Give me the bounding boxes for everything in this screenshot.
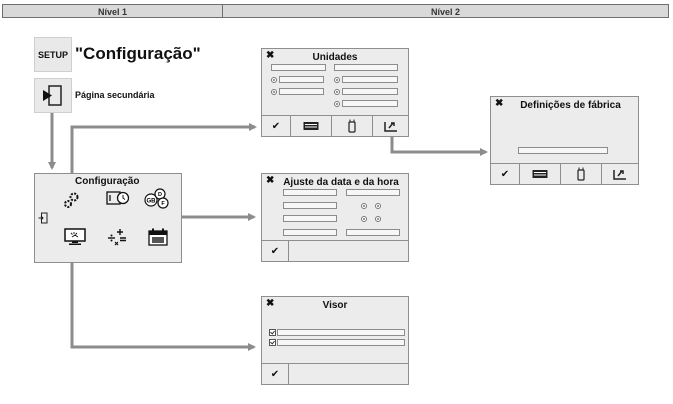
confirm-button[interactable]: ✔ <box>262 241 289 261</box>
display-title: Visor <box>322 300 348 311</box>
units-radio[interactable] <box>271 77 277 83</box>
keyboard-icon <box>532 170 548 178</box>
close-icon[interactable]: ✖ <box>266 50 275 61</box>
factory-reset-field[interactable] <box>518 147 608 154</box>
units-field[interactable] <box>342 88 398 95</box>
factory-reset-title: Definições de fábrica <box>520 100 621 111</box>
datetime-radio[interactable] <box>375 203 381 209</box>
enter-icon[interactable] <box>38 212 48 224</box>
svg-text:GB: GB <box>147 199 157 205</box>
display-panel: ✖ Visor ✔ <box>261 296 409 385</box>
units-radio[interactable] <box>334 89 340 95</box>
keyboard-button[interactable] <box>520 164 561 184</box>
setup-icon: SETUP <box>34 37 72 72</box>
svg-text:F: F <box>161 201 165 207</box>
date-field[interactable] <box>283 215 337 222</box>
display-footer: ✔ <box>262 363 408 384</box>
setup-label: "Configuração" <box>75 44 201 63</box>
units-field[interactable] <box>342 100 398 107</box>
keyboard-icon <box>303 122 319 130</box>
close-icon[interactable]: ✖ <box>266 175 275 186</box>
arrow-units-to-factory <box>390 137 488 156</box>
display-option-field[interactable] <box>277 329 405 336</box>
time-field[interactable] <box>346 229 400 236</box>
confirm-icon: ✔ <box>270 245 280 257</box>
arrow-config-to-display <box>70 247 256 351</box>
secondary-page-icon <box>34 78 72 113</box>
datetime-radio[interactable] <box>361 203 367 209</box>
confirm-button[interactable]: ✔ <box>262 364 289 384</box>
phone-icon <box>577 167 585 181</box>
checkbox-icon[interactable] <box>269 339 276 346</box>
config-menu-panel: Configuração GB D F <box>34 173 182 263</box>
screen-icon[interactable] <box>64 228 86 246</box>
phone-icon <box>348 119 356 133</box>
calendar-icon[interactable] <box>148 228 168 246</box>
checkbox-icon[interactable] <box>269 329 276 336</box>
date-field[interactable] <box>283 202 337 209</box>
units-field[interactable] <box>334 64 398 71</box>
confirm-button[interactable]: ✔ <box>262 116 291 136</box>
datetime-footer: ✔ <box>262 240 408 261</box>
date-field[interactable] <box>283 229 337 236</box>
units-radio[interactable] <box>271 89 277 95</box>
datetime-radio[interactable] <box>361 216 367 222</box>
secondary-page-label: Página secundária <box>75 90 155 100</box>
time-field[interactable] <box>346 189 400 196</box>
factory-reset-footer: ✔ <box>491 163 638 184</box>
reset-button[interactable] <box>602 164 638 184</box>
svg-text:D: D <box>158 192 162 198</box>
phone-button[interactable] <box>332 116 373 136</box>
arrow-config-to-units <box>70 123 257 176</box>
datetime-title: Ajuste da data e da hora <box>283 177 399 188</box>
confirm-icon: ✔ <box>270 368 280 380</box>
confirm-button[interactable]: ✔ <box>491 164 520 184</box>
confirm-icon: ✔ <box>500 168 510 180</box>
reset-icon <box>383 122 397 132</box>
date-field[interactable] <box>283 189 337 196</box>
display-option-field[interactable] <box>277 339 405 346</box>
confirm-icon: ✔ <box>271 120 281 132</box>
keyboard-button[interactable] <box>291 116 332 136</box>
enter-icon <box>43 85 62 106</box>
units-field[interactable] <box>279 76 324 83</box>
units-field[interactable] <box>271 64 326 71</box>
close-icon[interactable]: ✖ <box>266 298 275 309</box>
units-radio[interactable] <box>334 77 340 83</box>
settings-icon[interactable] <box>62 190 82 210</box>
reset-button[interactable] <box>373 116 408 136</box>
language-icon[interactable]: GB D F <box>143 188 171 210</box>
units-title: Unidades <box>312 52 358 63</box>
close-icon[interactable]: ✖ <box>495 98 504 109</box>
level-2-header: Nível 2 <box>222 4 669 18</box>
footer-empty <box>289 364 408 384</box>
units-footer: ✔ <box>262 115 408 136</box>
config-menu-title: Configuração <box>75 176 140 187</box>
factory-reset-panel: ✖ Definições de fábrica ✔ <box>490 96 639 185</box>
units-radio[interactable] <box>334 101 340 107</box>
units-field[interactable] <box>342 76 398 83</box>
units-field[interactable] <box>279 88 324 95</box>
level-1-header: Nível 1 <box>2 4 223 18</box>
time-icon[interactable] <box>106 190 130 206</box>
datetime-radio[interactable] <box>375 216 381 222</box>
datetime-panel: ✖ Ajuste da data e da hora ✔ <box>261 173 409 262</box>
units-panel: ✖ Unidades ✔ <box>261 48 409 137</box>
units-calc-icon[interactable] <box>105 227 131 247</box>
phone-button[interactable] <box>561 164 602 184</box>
reset-icon <box>613 170 626 180</box>
footer-empty <box>289 241 408 261</box>
